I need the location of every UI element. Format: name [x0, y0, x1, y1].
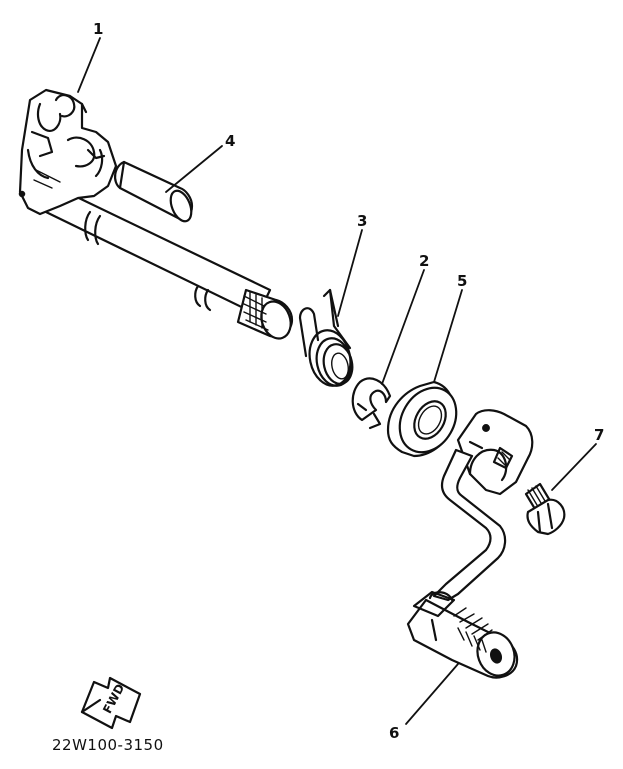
part-shift-shaft	[18, 88, 294, 340]
fwd-direction-arrow: FWD	[80, 676, 142, 730]
callout-2: 2	[419, 252, 429, 270]
callout-7: 7	[594, 426, 604, 444]
part-circlip	[351, 377, 392, 430]
callout-6: 6	[389, 724, 399, 742]
leader-lines	[77, 37, 597, 725]
part-oil-seal	[386, 380, 458, 458]
diagram-code: 22W100-3150	[52, 736, 164, 754]
callout-numbers: 1 4 3 2 5 7 6	[93, 20, 604, 742]
callout-5: 5	[457, 272, 467, 290]
part-pin	[114, 160, 194, 223]
part-shift-pedal	[406, 409, 534, 679]
part-bolt	[524, 482, 566, 536]
callout-1: 1	[93, 20, 103, 38]
callout-3: 3	[357, 212, 367, 230]
callout-4: 4	[225, 132, 235, 150]
part-torsion-spring	[298, 288, 354, 387]
